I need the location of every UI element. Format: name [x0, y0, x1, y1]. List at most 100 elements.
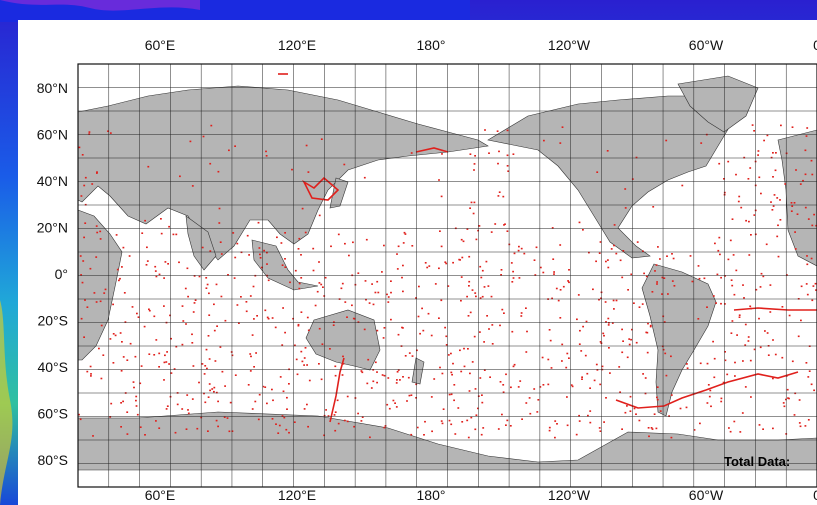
observation-point — [479, 377, 482, 379]
greenland-land — [677, 75, 759, 133]
observation-point — [698, 277, 701, 280]
observation-point — [288, 431, 290, 434]
observation-point — [798, 399, 801, 401]
observation-point — [387, 296, 390, 298]
latitude-label: 40°N — [37, 173, 68, 189]
observation-point — [670, 436, 673, 439]
observation-point — [791, 205, 794, 207]
observation-point — [430, 334, 433, 337]
observation-point — [601, 365, 604, 368]
observation-point — [628, 338, 631, 340]
observation-point — [463, 365, 466, 368]
observation-point — [327, 415, 330, 417]
observation-point — [657, 246, 659, 248]
observation-point — [776, 197, 779, 199]
observation-point — [318, 363, 320, 365]
observation-point — [145, 264, 148, 266]
observation-point — [112, 303, 114, 306]
observation-point — [249, 353, 252, 355]
observation-point — [217, 425, 219, 428]
observation-point — [631, 178, 634, 180]
observation-point — [498, 191, 501, 193]
observation-point — [271, 317, 274, 319]
observation-point — [314, 304, 317, 307]
observation-point — [726, 373, 729, 376]
observation-point — [332, 324, 335, 326]
observation-point — [422, 329, 425, 332]
observation-point — [758, 317, 760, 320]
observation-point — [452, 261, 454, 264]
observation-point — [281, 344, 284, 346]
observation-point — [552, 258, 555, 260]
observation-point — [208, 383, 211, 385]
observation-point — [785, 398, 787, 401]
observation-point — [286, 396, 288, 399]
observation-point — [774, 169, 777, 172]
observation-point — [553, 273, 555, 275]
observation-point — [578, 221, 581, 224]
observation-point — [78, 413, 80, 416]
observation-point — [744, 344, 747, 346]
observation-point — [79, 418, 82, 421]
observation-point — [209, 162, 212, 165]
observation-point — [346, 395, 349, 398]
observation-point — [204, 365, 207, 367]
observation-point — [266, 316, 269, 319]
observation-point — [271, 418, 274, 420]
observation-point — [376, 371, 378, 373]
observation-point — [88, 133, 91, 135]
observation-point — [160, 218, 162, 220]
observation-point — [757, 154, 759, 156]
observation-point — [651, 428, 654, 430]
observation-point — [529, 412, 532, 415]
observation-point — [500, 269, 503, 271]
observation-point — [548, 429, 551, 432]
observation-point — [744, 323, 747, 326]
observation-point — [749, 305, 752, 308]
observation-point — [481, 295, 484, 298]
observation-point — [489, 376, 491, 378]
observation-point — [551, 297, 553, 300]
observation-point — [599, 341, 602, 343]
observation-point — [184, 287, 187, 290]
observation-point — [288, 383, 290, 385]
observation-point — [483, 369, 486, 371]
eurasia-land — [77, 85, 489, 261]
observation-point — [628, 343, 631, 346]
observation-point — [653, 413, 656, 415]
land-masses — [18, 20, 817, 505]
observation-point — [557, 299, 560, 302]
observation-point — [107, 130, 109, 132]
observation-point — [417, 315, 420, 318]
observation-point — [517, 249, 520, 252]
observation-point — [376, 280, 379, 283]
observation-point — [474, 428, 477, 431]
observation-point — [773, 194, 776, 196]
observation-point — [354, 283, 357, 286]
observation-point — [306, 403, 308, 406]
observation-point — [364, 280, 367, 282]
observation-point — [318, 282, 321, 284]
observation-point — [541, 356, 544, 359]
observation-point — [791, 126, 794, 128]
observation-point — [719, 253, 721, 256]
observation-point — [586, 372, 589, 375]
observation-point — [512, 277, 515, 279]
observation-point — [510, 386, 512, 389]
observation-point — [187, 409, 189, 411]
observation-point — [158, 427, 161, 429]
observation-point — [223, 416, 226, 418]
observation-point — [231, 430, 234, 432]
observation-point — [507, 170, 510, 172]
observation-point — [316, 290, 319, 293]
observation-point — [213, 303, 215, 306]
observation-point — [280, 242, 283, 244]
observation-track — [329, 357, 345, 423]
observation-point — [275, 423, 277, 425]
observation-point — [460, 370, 463, 373]
observation-point — [794, 248, 797, 250]
observation-point — [399, 379, 401, 381]
observation-point — [738, 195, 741, 198]
observation-point — [793, 202, 796, 204]
observation-point — [109, 338, 112, 340]
